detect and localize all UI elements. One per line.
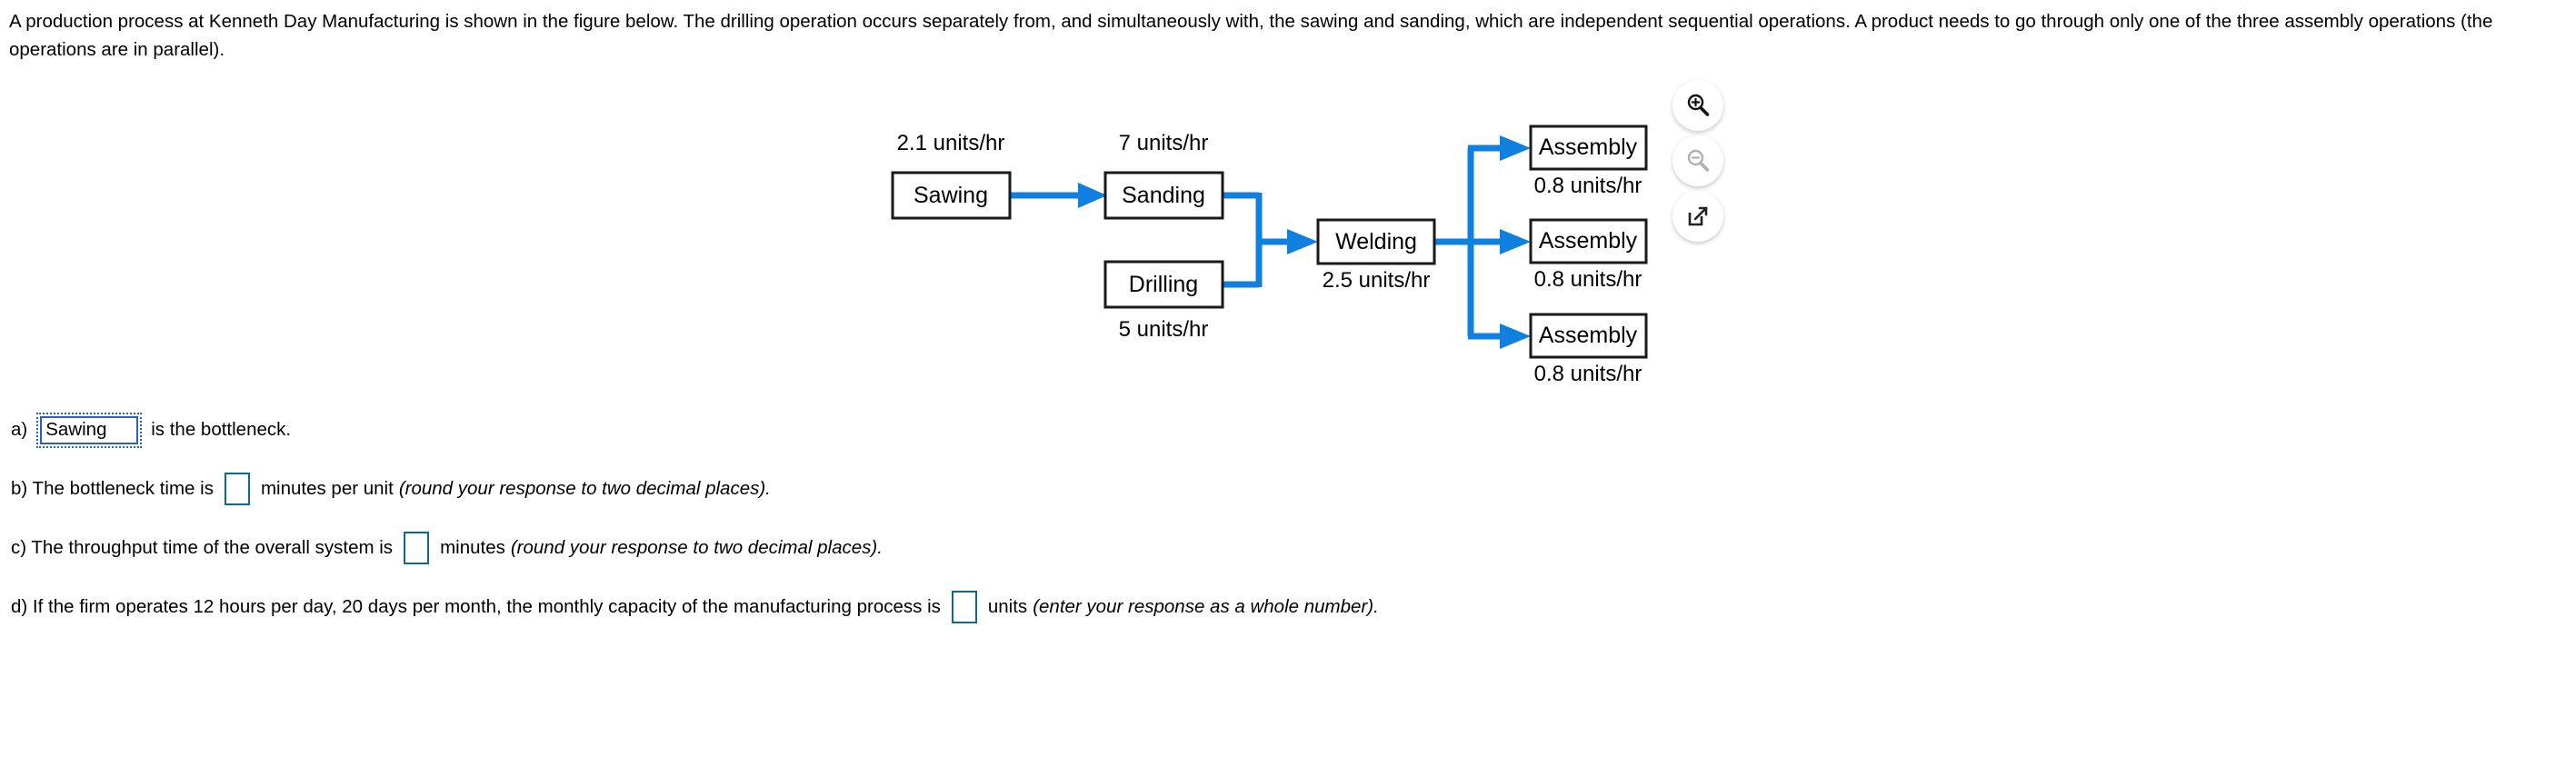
node-welding-label: Welding — [1335, 229, 1417, 254]
answer-c-suffix: minutes — [440, 537, 505, 558]
node-drilling-label: Drilling — [1129, 272, 1198, 297]
node-assembly-2-box — [1529, 218, 1648, 264]
node-drilling-box — [1103, 260, 1224, 309]
node-assembly-3-box — [1529, 313, 1648, 359]
bottleneck-time-input[interactable] — [224, 473, 250, 505]
node-sanding-rate: 7 units/hr — [1119, 131, 1209, 155]
flow-bus-to-assembly-1 — [1468, 135, 1531, 161]
flow-bus-to-assembly-2 — [1471, 229, 1531, 254]
node-welding: Welding 2.5 units/hr — [1316, 218, 1436, 293]
node-assembly-1: Assembly 0.8 units/hr — [1529, 125, 1648, 198]
zoom-in-icon — [1687, 94, 1710, 116]
node-assembly-3-rate: 0.8 units/hr — [1534, 362, 1642, 386]
problem-statement: A production process at Kenneth Day Manu… — [9, 11, 2493, 60]
node-drilling-rate: 5 units/hr — [1119, 317, 1209, 342]
node-sanding: 7 units/hr Sanding — [1103, 131, 1224, 220]
node-welding-rate: 2.5 units/hr — [1323, 268, 1431, 293]
node-assembly-2-label: Assembly — [1539, 228, 1638, 254]
open-in-new-window-icon — [1688, 206, 1708, 226]
answer-section: a) is the bottleneck. b) The bottleneck … — [11, 412, 1829, 650]
node-sanding-label: Sanding — [1122, 183, 1205, 208]
node-drilling: Drilling 5 units/hr — [1103, 260, 1224, 342]
node-assembly-2-rate: 0.8 units/hr — [1534, 267, 1642, 292]
answer-c-note: (round your response to two decimal plac… — [510, 537, 883, 558]
node-sawing: 2.1 units/hr Sawing — [891, 131, 1012, 220]
throughput-time-input[interactable] — [404, 532, 430, 564]
zoom-out-button[interactable] — [1672, 135, 1723, 186]
answer-d-suffix: units — [987, 596, 1028, 617]
answer-row-d: d) If the firm operates 12 hours per day… — [11, 591, 1829, 623]
node-assembly-2: Assembly 0.8 units/hr — [1529, 218, 1648, 292]
node-assembly-3-label: Assembly — [1539, 323, 1638, 348]
monthly-capacity-input[interactable] — [951, 591, 977, 623]
answer-a-suffix: is the bottleneck. — [151, 419, 292, 440]
answer-b-prefix: b) The bottleneck time is — [11, 478, 214, 499]
answer-d-prefix: d) If the firm operates 12 hours per day… — [11, 596, 941, 617]
answer-d-note: (enter your response as a whole number). — [1033, 596, 1379, 617]
node-sawing-rate: 2.1 units/hr — [897, 131, 1005, 155]
flow-welding-to-assembly-bus — [1434, 148, 1474, 336]
answer-row-c: c) The throughput time of the overall sy… — [11, 532, 1829, 564]
node-assembly-1-rate: 0.8 units/hr — [1534, 174, 1642, 198]
figure-tool-palette — [1672, 80, 1731, 246]
zoom-out-icon — [1687, 149, 1710, 172]
node-sawing-label: Sawing — [914, 183, 988, 208]
node-sanding-box — [1103, 171, 1224, 220]
node-assembly-1-box — [1529, 125, 1648, 171]
answer-a-prefix: a) — [11, 419, 28, 440]
node-sawing-box — [891, 171, 1012, 220]
zoom-in-button[interactable] — [1672, 80, 1723, 131]
node-welding-box — [1316, 218, 1436, 265]
node-assembly-3: Assembly 0.8 units/hr — [1529, 313, 1648, 386]
open-in-new-window-button[interactable] — [1672, 191, 1723, 242]
process-flow-diagram: 2.1 units/hr Sawing 7 units/hr Sanding D… — [0, 55, 2576, 400]
answer-c-prefix: c) The throughput time of the overall sy… — [11, 537, 394, 558]
answer-row-b: b) The bottleneck time is minutes per un… — [11, 473, 1829, 505]
answer-b-suffix: minutes per unit — [260, 478, 394, 499]
bottleneck-name-input[interactable] — [40, 415, 139, 444]
flow-sawing-to-sanding — [1010, 183, 1107, 208]
answer-row-a: a) is the bottleneck. — [11, 412, 1829, 448]
flow-merge-bus — [1255, 193, 1318, 287]
answer-a-field-focus-ring — [36, 412, 143, 448]
flow-bus-to-assembly-3 — [1468, 324, 1531, 349]
answer-b-note: (round your response to two decimal plac… — [398, 478, 771, 499]
node-assembly-1-label: Assembly — [1539, 134, 1638, 160]
